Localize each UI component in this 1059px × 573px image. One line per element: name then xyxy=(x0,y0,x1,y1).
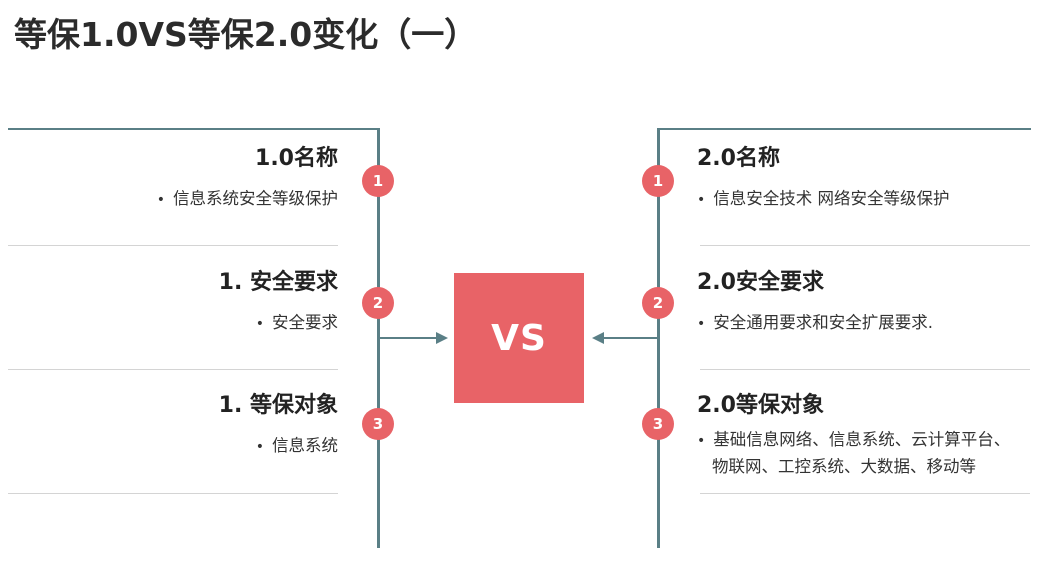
right-row-2-bullet-text: 安全通用要求和安全扩展要求. xyxy=(713,313,934,332)
left-row-2-bullet-text: 安全要求 xyxy=(272,313,338,332)
right-row-2-bullet: • 安全通用要求和安全扩展要求. xyxy=(697,311,933,336)
left-connector-line xyxy=(378,337,440,339)
right-row-3-bullet: • 基础信息网络、信息系统、云计算平台、 xyxy=(697,428,1010,453)
right-top-line xyxy=(657,128,1031,130)
bullet-dot-icon: • xyxy=(255,316,264,332)
right-row-3-title: 2.0等保对象 xyxy=(697,393,824,418)
left-row-3-bullet: • 信息系统 xyxy=(256,434,338,459)
bullet-dot-icon: • xyxy=(697,192,706,208)
bullet-dot-icon: • xyxy=(156,192,165,208)
right-row-1-title: 2.0名称 xyxy=(697,146,780,171)
left-divider-1 xyxy=(8,245,338,246)
right-row-3-bullet-text-1: 基础信息网络、信息系统、云计算平台、 xyxy=(713,430,1011,449)
left-divider-3 xyxy=(8,493,338,494)
left-row-3-badge: 3 xyxy=(362,408,394,440)
right-arrow-head-icon xyxy=(592,332,604,344)
left-row-3-title: 1. 等保对象 xyxy=(218,393,338,418)
right-row-3-bullet-cont: 物联网、工控系统、大数据、移动等 xyxy=(712,455,976,479)
left-row-3-bullet-text: 信息系统 xyxy=(272,436,338,455)
left-row-1-bullet: • 信息系统安全等级保护 xyxy=(157,187,338,212)
right-row-1-badge: 1 xyxy=(642,165,674,197)
bullet-dot-icon: • xyxy=(255,439,264,455)
right-row-1-bullet: • 信息安全技术 网络安全等级保护 xyxy=(697,187,950,212)
right-row-3-badge: 3 xyxy=(642,408,674,440)
bullet-dot-icon: • xyxy=(697,316,706,332)
left-row-2-title: 1. 安全要求 xyxy=(218,270,338,295)
right-row-2-badge: 2 xyxy=(642,287,674,319)
bullet-dot-icon: • xyxy=(697,433,706,449)
left-row-1-bullet-text: 信息系统安全等级保护 xyxy=(173,189,338,208)
left-row-1-badge: 1 xyxy=(362,165,394,197)
right-connector-line xyxy=(602,337,658,339)
vs-box: VS xyxy=(454,273,584,403)
left-divider-2 xyxy=(8,369,338,370)
page-title: 等保1.0VS等保2.0变化（一） xyxy=(14,15,478,54)
right-row-1-bullet-text: 信息安全技术 网络安全等级保护 xyxy=(713,189,950,208)
left-top-line xyxy=(8,128,380,130)
right-divider-2 xyxy=(700,369,1030,370)
left-row-2-bullet: • 安全要求 xyxy=(256,311,338,336)
left-arrow-head-icon xyxy=(436,332,448,344)
left-row-2-badge: 2 xyxy=(362,287,394,319)
right-row-2-title: 2.0安全要求 xyxy=(697,270,824,295)
right-row-3-bullet-text-2: 物联网、工控系统、大数据、移动等 xyxy=(712,457,976,476)
right-divider-3 xyxy=(700,493,1030,494)
left-row-1-title: 1.0名称 xyxy=(255,146,338,171)
right-divider-1 xyxy=(700,245,1030,246)
right-vertical-line xyxy=(657,128,660,548)
